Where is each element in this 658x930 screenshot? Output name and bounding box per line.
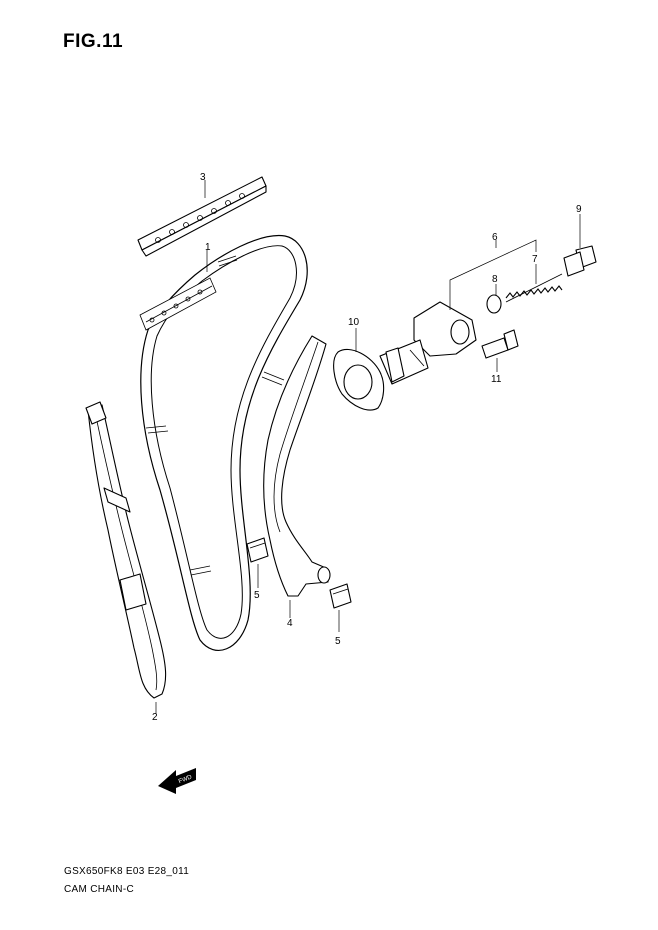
callout-2: 2 <box>152 712 158 723</box>
part-1-cam-chain <box>139 234 308 651</box>
callout-10: 10 <box>348 317 360 328</box>
callout-7: 7 <box>532 254 538 265</box>
part-2-chain-guide <box>85 401 167 699</box>
callout-3: 3 <box>200 172 206 183</box>
callout-4: 4 <box>287 618 293 629</box>
fwd-label: FWD <box>178 774 194 785</box>
part-11-bolt <box>481 329 519 359</box>
part-7-spring <box>505 273 563 303</box>
callout-1: 1 <box>205 242 211 253</box>
callout-6: 6 <box>492 232 498 243</box>
part-10-gasket <box>333 348 385 411</box>
callout-8: 8 <box>492 274 498 285</box>
group-name: CAM CHAIN-C <box>64 884 134 895</box>
part-5-cushion-b <box>329 583 352 609</box>
callout-5b: 5 <box>335 636 341 647</box>
part-6-tensioner-body <box>379 301 477 385</box>
part-3-chain-joint <box>137 176 267 257</box>
part-4-tensioner-arm <box>263 335 331 597</box>
part-5-cushion-a <box>246 537 269 563</box>
callout-5a: 5 <box>254 590 260 601</box>
callout-9: 9 <box>576 204 582 215</box>
model-code: GSX650FK8 E03 E28_011 <box>64 866 190 877</box>
part-9-cap-bolt <box>563 245 597 277</box>
part-8-washer <box>486 294 502 314</box>
figure-title: FIG.11 <box>63 31 124 52</box>
fwd-arrow-icon: FWD <box>158 768 196 794</box>
callout-11: 11 <box>491 374 502 385</box>
